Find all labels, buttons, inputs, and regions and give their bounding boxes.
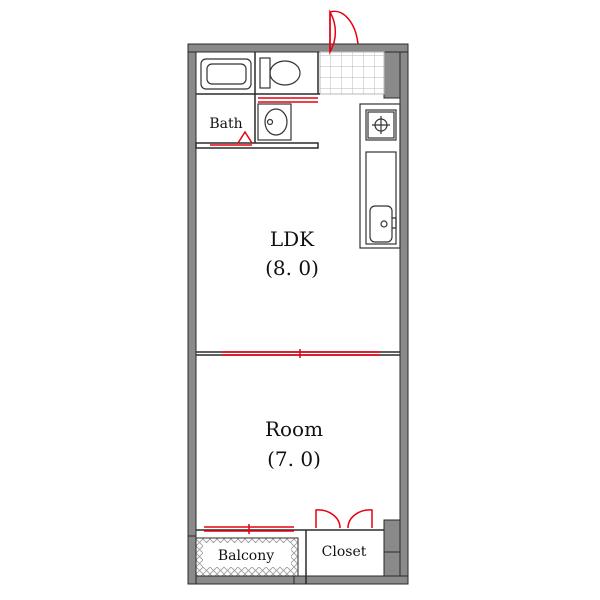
balcony-area <box>195 537 299 577</box>
closet-label: Closet <box>322 544 367 560</box>
bath-door[interactable] <box>210 130 253 146</box>
entrance-tiles <box>319 51 385 95</box>
bathtub-icon <box>200 58 252 90</box>
ldk-size: (8. 0) <box>265 256 319 280</box>
ldk-name: LDK <box>270 227 315 251</box>
room-name: Room <box>265 417 323 441</box>
outer-walls <box>187 43 409 585</box>
toilet-icon <box>259 57 301 89</box>
entrance-door[interactable] <box>329 9 359 55</box>
closet-door[interactable] <box>315 509 373 529</box>
balcony-sliding-door[interactable] <box>204 524 294 534</box>
ldk-label: LDK (8. 0) <box>265 227 319 280</box>
stove-icon <box>367 111 395 139</box>
closet-wall-block <box>383 551 401 577</box>
toilet-door[interactable] <box>258 97 318 103</box>
kitchen-counter <box>359 103 401 249</box>
ldk-sliding-door[interactable] <box>222 349 380 358</box>
bath-label: Bath <box>209 116 242 132</box>
room-size: (7. 0) <box>267 447 321 471</box>
washbasin-icon <box>257 103 292 141</box>
room-label: Room (7. 0) <box>265 417 323 471</box>
sink-icon <box>369 205 397 243</box>
balcony-label: Balcony <box>218 548 274 564</box>
